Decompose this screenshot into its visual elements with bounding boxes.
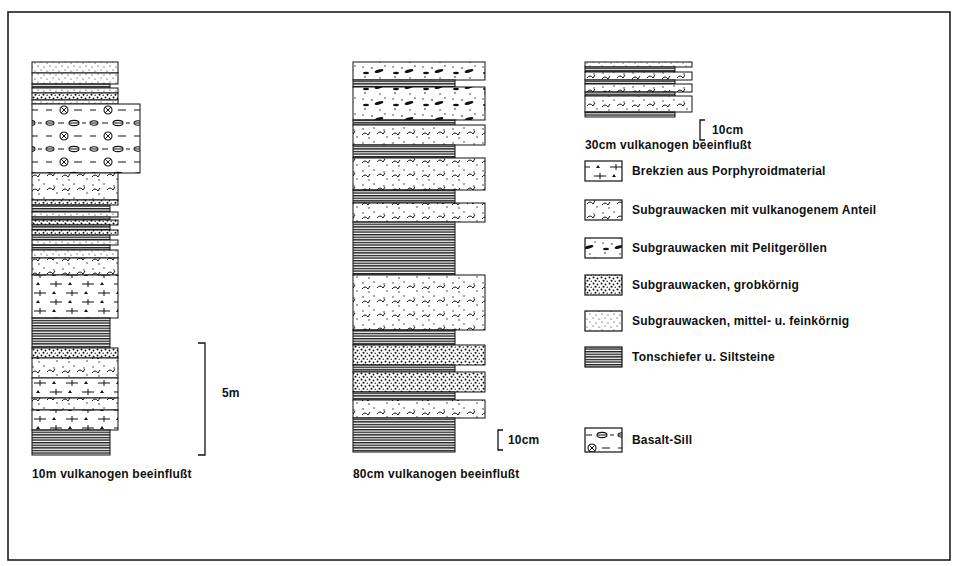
legend-text: Subgrauwacken mit vulkanogenem Anteil	[632, 202, 876, 218]
legend-swatch	[585, 275, 622, 295]
frame	[8, 12, 950, 560]
rock-layer	[585, 72, 692, 80]
legend-swatch	[585, 347, 622, 367]
rock-layer	[585, 62, 692, 67]
rock-layer	[32, 318, 110, 348]
rock-layer	[353, 190, 455, 203]
rock-layer	[585, 92, 675, 96]
scale-label: 10cm	[508, 432, 540, 448]
column-caption: 30cm vulkanogen beeinflußt	[585, 137, 752, 153]
legend-swatch	[585, 311, 622, 331]
rock-layer	[32, 100, 118, 104]
rock-layer	[32, 348, 118, 358]
column-caption: 10m vulkanogen beeinflußt	[32, 466, 192, 482]
column	[353, 62, 485, 452]
rock-layer	[32, 240, 118, 245]
rock-layer	[353, 158, 485, 190]
rock-layer	[32, 104, 140, 173]
rock-layer	[32, 230, 118, 235]
scale-bar	[198, 343, 205, 455]
legend-swatch	[585, 428, 622, 452]
rock-layer	[585, 67, 675, 72]
rock-layer	[353, 330, 455, 345]
scale-label: 10cm	[712, 122, 744, 138]
column-caption: 80cm vulkanogen beeinflußt	[353, 466, 520, 482]
rock-layer	[353, 62, 485, 80]
rock-layer	[353, 365, 455, 372]
rock-layer	[353, 87, 485, 120]
rock-layer	[32, 410, 118, 430]
legend-text: Subgrauwacken, grobkörnig	[632, 277, 799, 293]
rock-layer	[32, 250, 118, 258]
rock-layer	[32, 200, 118, 205]
rock-layer	[32, 84, 110, 88]
legend-swatch	[585, 161, 622, 181]
rock-layer	[353, 125, 485, 145]
rock-layer	[32, 258, 118, 275]
rock-layer	[353, 275, 485, 330]
column	[585, 62, 692, 117]
rock-layer	[353, 120, 455, 125]
rock-layer	[353, 418, 455, 452]
rock-layer	[353, 372, 485, 392]
rock-layer	[32, 73, 118, 84]
rock-layer	[353, 400, 485, 418]
scale-bar	[700, 120, 705, 140]
scale-bar	[498, 430, 503, 450]
rock-layer	[585, 96, 692, 112]
rock-layer	[32, 220, 118, 225]
rock-layer	[32, 212, 118, 217]
rock-layer	[32, 358, 118, 378]
rock-layer	[353, 345, 485, 365]
scale-label: 5m	[222, 385, 240, 401]
rock-layer	[32, 62, 118, 73]
rock-layer	[32, 205, 110, 212]
rock-layer	[32, 235, 110, 240]
legend-text: Basalt-Sill	[632, 432, 692, 448]
rock-layer	[32, 173, 118, 200]
rock-layer	[32, 430, 110, 455]
rock-layer	[585, 84, 692, 92]
legend-text: Subgrauwacken, mittel- u. feinkörnig	[632, 313, 849, 329]
rock-layer	[353, 203, 485, 222]
legend-text: Tonschiefer u. Siltsteine	[632, 349, 775, 365]
legend-swatch	[585, 200, 622, 220]
rock-layer	[353, 222, 455, 275]
column	[32, 62, 140, 455]
rock-layer	[32, 88, 118, 93]
rock-layer	[585, 112, 675, 117]
rock-layer	[32, 378, 118, 398]
rock-layer	[353, 80, 455, 87]
legend-text: Subgrauwacken mit Pelitgeröllen	[632, 240, 827, 256]
rock-layer	[32, 275, 118, 318]
rock-layer	[32, 398, 118, 410]
rock-layer	[32, 245, 110, 250]
legend-text: Brekzien aus Porphyroidmaterial	[632, 163, 826, 179]
rock-layer	[585, 80, 675, 84]
rock-layer	[353, 392, 455, 400]
rock-layer	[32, 225, 110, 230]
legend-swatch	[585, 238, 622, 258]
rock-layer	[32, 93, 118, 100]
rock-layer	[353, 145, 455, 158]
